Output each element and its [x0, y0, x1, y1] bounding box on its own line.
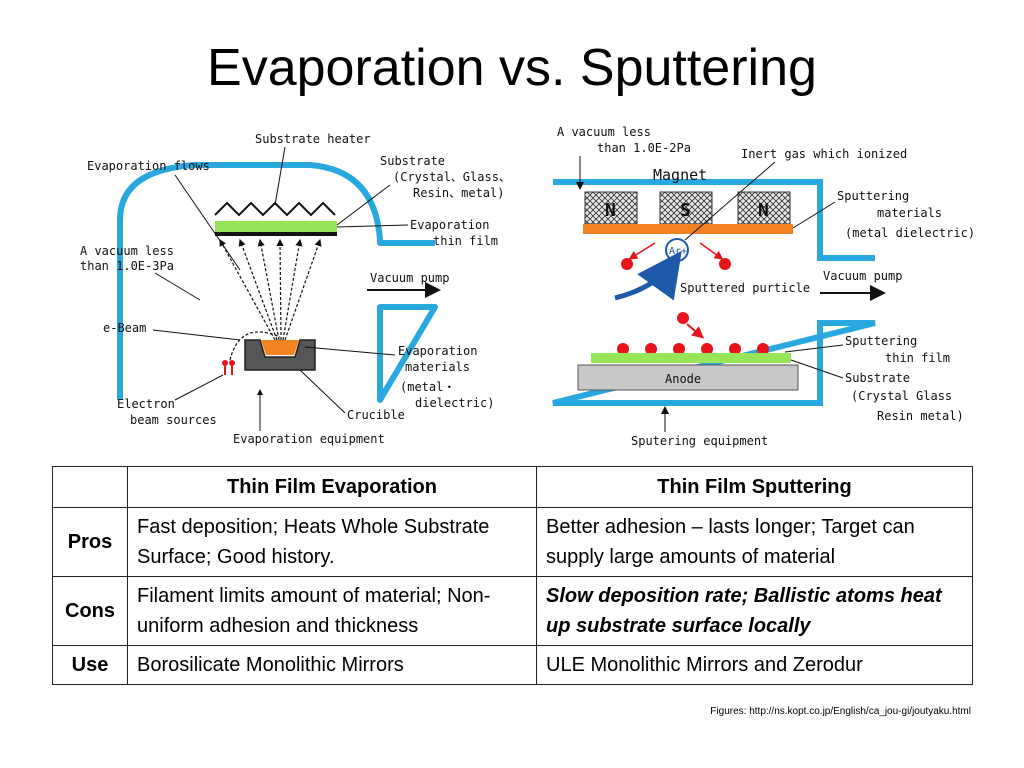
magnet-n-left: N: [605, 200, 616, 221]
label-e-beam: e-Beam: [103, 321, 146, 335]
cons-evaporation: Filament limits amount of material; Non-…: [127, 576, 537, 646]
electron-source-icon: [222, 360, 235, 375]
label-evaporation-flows: Evaporation flows: [87, 159, 210, 173]
comparison-table: Thin Film Evaporation Thin Film Sputteri…: [52, 466, 973, 685]
sputtering-diagram: N S N Ar+ Anode A vacuum less than 1.0E-…: [552, 125, 975, 448]
evaporation-flows: [219, 238, 322, 341]
evaporation-thin-film: [215, 221, 337, 232]
label-electron-2: beam sources: [130, 413, 217, 427]
evaporation-material: [261, 340, 299, 355]
label-sputter-vacuum-pump: Vacuum pump: [823, 269, 902, 283]
label-sputter-substrate-1: Substrate: [845, 371, 910, 385]
row-label-pros: Pros: [52, 507, 128, 577]
magnet-s: S: [680, 200, 691, 221]
label-materials-2: materials: [405, 360, 470, 374]
label-sputter-vacuum-1: A vacuum less: [557, 125, 651, 139]
label-materials-1: Evaporation: [398, 344, 477, 358]
anode-label: Anode: [665, 372, 701, 386]
header-evaporation: Thin Film Evaporation: [127, 466, 537, 508]
label-sputter-vacuum-2: than 1.0E-2Pa: [597, 141, 691, 155]
pros-evaporation: Fast deposition; Heats Whole Substrate S…: [127, 507, 537, 577]
label-sputter-materials-3: (metal dielectric): [845, 226, 975, 240]
label-substrate-3: Resin、metal): [413, 186, 504, 200]
deposited-particles: [617, 343, 769, 355]
label-inert-gas: Inert gas which ionized: [741, 147, 907, 161]
anode: [577, 364, 799, 391]
label-equipment: Evaporation equipment: [233, 432, 385, 446]
ion-path-arrow: [614, 250, 682, 301]
sputtering-thin-film: [591, 353, 791, 363]
label-sputter-materials-2: materials: [877, 206, 942, 220]
ion-label: Ar+: [669, 246, 687, 257]
label-substrate-2: (Crystal、Glass、: [393, 170, 511, 184]
slide-title: Evaporation vs. Sputtering: [207, 39, 817, 97]
label-vacuum-2: than 1.0E-3Pa: [80, 259, 174, 273]
row-label-cons: Cons: [52, 576, 128, 646]
e-beam-path: [229, 331, 281, 361]
label-thin-film-2: thin film: [433, 234, 498, 248]
use-sputtering: ULE Monolithic Mirrors and Zerodur: [536, 645, 973, 685]
label-sputter-film-1: Sputtering: [845, 334, 917, 348]
label-sputtered-particle: Sputtered purticle: [680, 281, 810, 295]
table-row-pros: Pros Fast deposition; Heats Whole Substr…: [52, 507, 973, 577]
label-magnet: Magnet: [653, 166, 707, 184]
label-substrate-heater: Substrate heater: [255, 132, 371, 146]
magnet-n-right: N: [758, 200, 769, 221]
label-vacuum-pump: Vacuum pump: [370, 271, 449, 285]
table-row-cons: Cons Filament limits amount of material;…: [52, 576, 973, 646]
label-sputter-substrate-3: Resin metal): [877, 409, 964, 423]
label-sputter-film-2: thin film: [885, 351, 950, 365]
header-empty: [52, 466, 128, 508]
cons-sputtering: Slow deposition rate; Ballistic atoms he…: [536, 576, 973, 646]
substrate-plate: [215, 232, 337, 236]
label-substrate-1: Substrate: [380, 154, 445, 168]
crucible: [244, 339, 316, 371]
pros-sputtering: Better adhesion – lasts longer; Target c…: [536, 507, 973, 577]
sputtering-target: [583, 224, 793, 234]
label-materials-4: dielectric): [415, 396, 494, 410]
table-row-use: Use Borosilicate Monolithic Mirrors ULE …: [52, 645, 973, 685]
label-sputter-equipment: Sputering equipment: [631, 434, 768, 448]
figure-source-footnote: Figures: http://ns.kopt.co.jp/English/ca…: [710, 706, 971, 717]
label-vacuum-1: A vacuum less: [80, 244, 174, 258]
header-sputtering: Thin Film Sputtering: [536, 466, 973, 508]
label-sputter-materials-1: Sputtering: [837, 189, 909, 203]
row-label-use: Use: [52, 645, 128, 685]
use-evaporation: Borosilicate Monolithic Mirrors: [127, 645, 537, 685]
label-materials-3: (metal・: [400, 380, 455, 394]
label-electron-1: Electron: [117, 397, 175, 411]
label-crucible: Crucible: [347, 408, 405, 422]
evaporation-diagram: Substrate heater Evaporation flows Subst…: [80, 132, 511, 446]
label-thin-film-1: Evaporation: [410, 218, 489, 232]
label-sputter-substrate-2: (Crystal Glass: [851, 389, 952, 403]
table-header-row: Thin Film Evaporation Thin Film Sputteri…: [52, 466, 973, 508]
